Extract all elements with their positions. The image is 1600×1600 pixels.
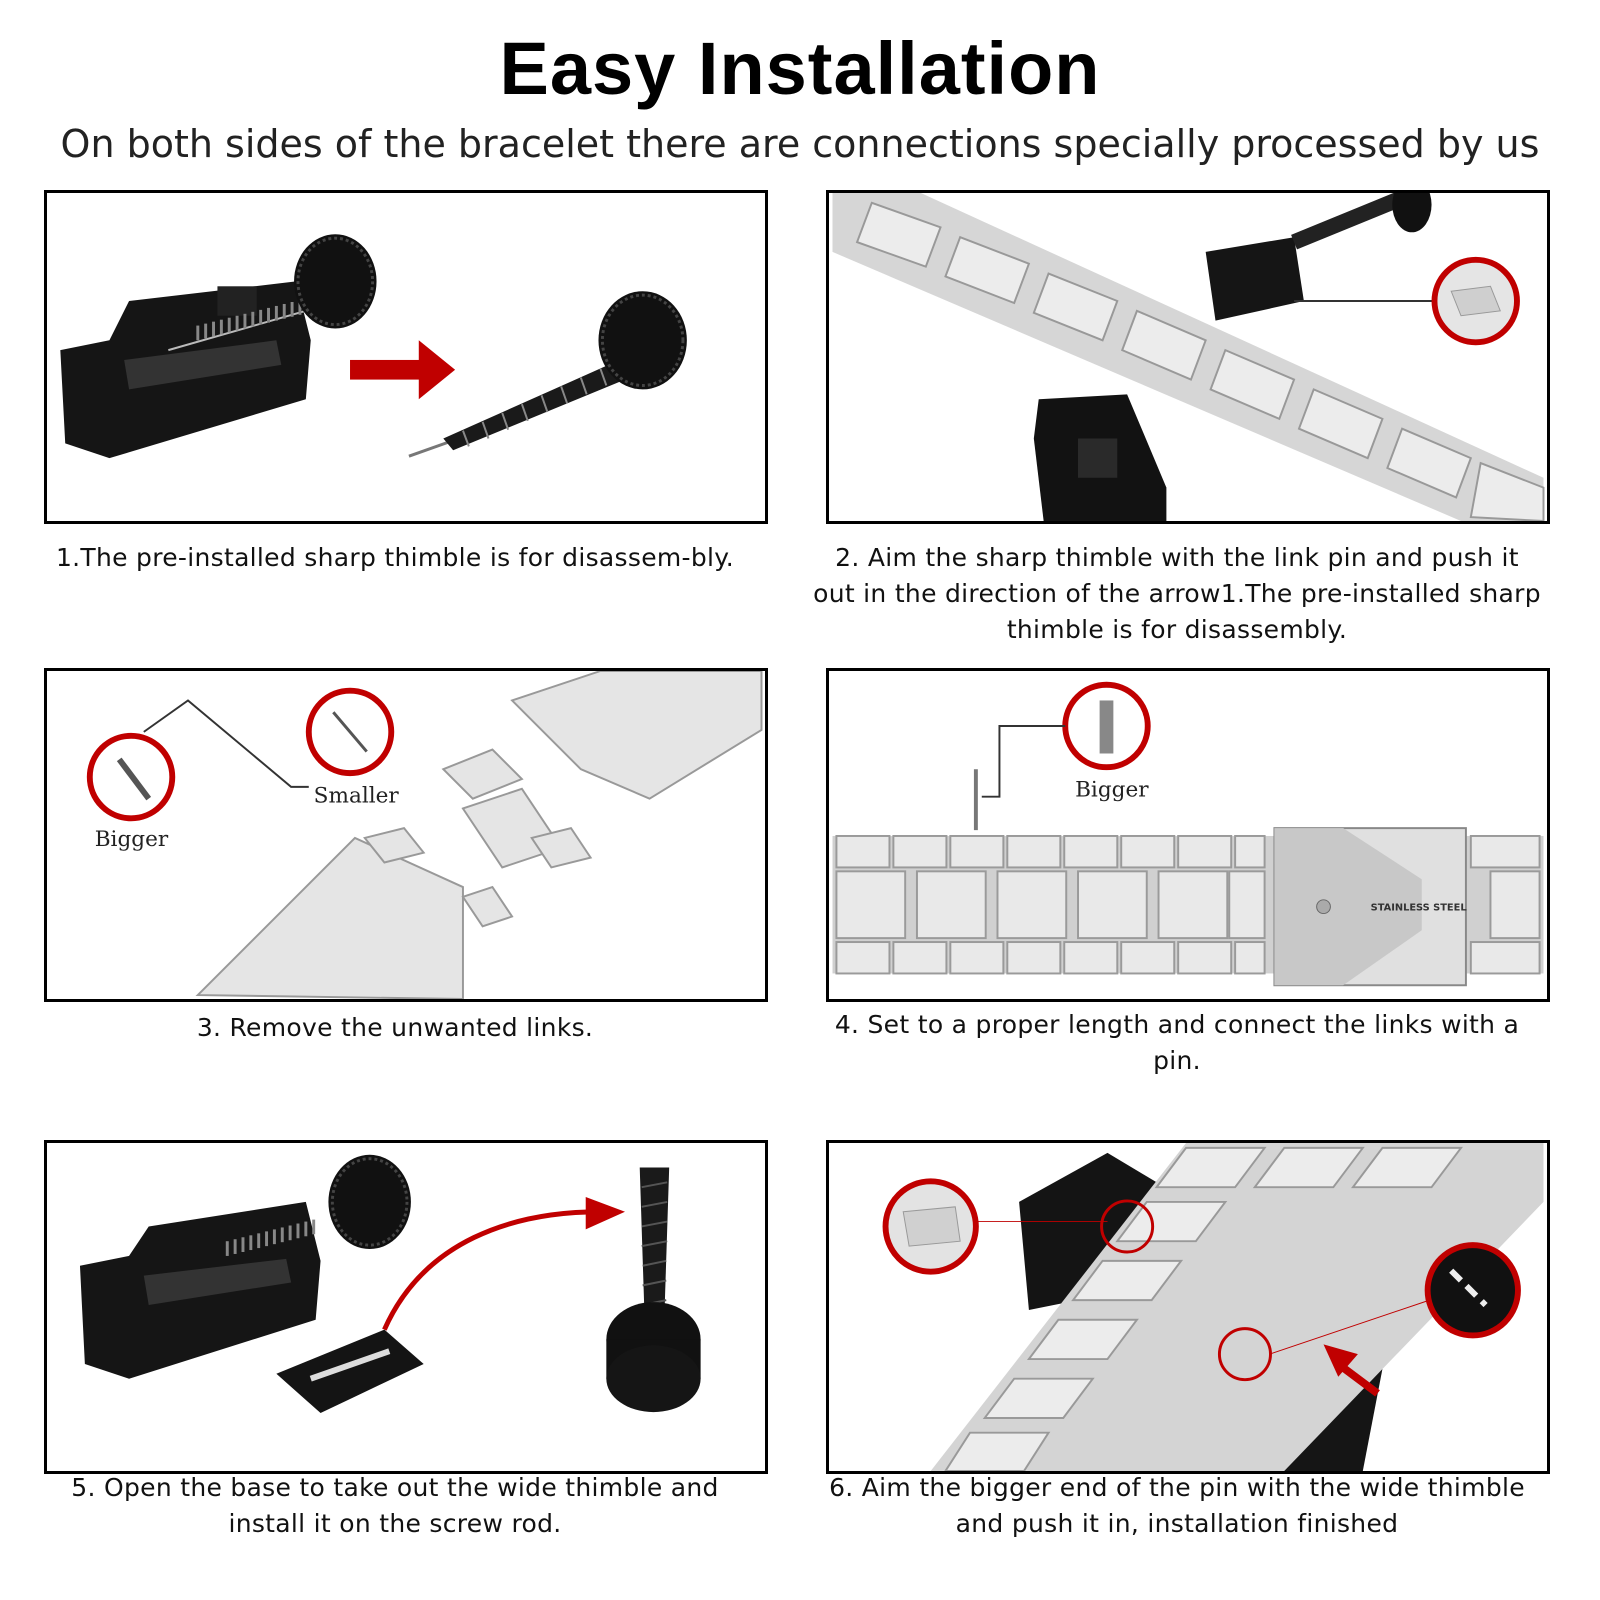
step-3-panel: Bigger Smaller (44, 668, 768, 1002)
step-5-panel (44, 1140, 768, 1474)
pin-smaller-zoom-icon (305, 687, 395, 777)
removed-links-icon (195, 671, 763, 999)
pin-bigger-zoom-icon (86, 732, 176, 822)
pin-drawing-icon (143, 699, 309, 788)
step-2-caption: 2. Aim the sharp thimble with the link p… (813, 543, 1541, 644)
smaller-label: Smaller (314, 784, 400, 809)
zoom-circle-right-icon (1424, 1242, 1521, 1339)
bigger-label-2: Bigger (1075, 778, 1149, 803)
step-6-caption: 6. Aim the bigger end of the pin with th… (829, 1473, 1525, 1538)
step-2-illustration (832, 193, 1545, 521)
bracelet-diagonal-icon (930, 1143, 1544, 1471)
page-title: Easy Installation (499, 27, 1101, 110)
push-arrow-icon (1323, 1344, 1380, 1397)
curved-arrow-icon (382, 1209, 601, 1331)
step-5-caption: 5. Open the base to take out the wide th… (71, 1473, 719, 1538)
step-1-caption: 1.The pre-installed sharp thimble is for… (55, 543, 735, 572)
step-6-illustration (882, 1143, 1544, 1471)
step-2-panel (826, 190, 1550, 524)
wide-thimble-icon (606, 1167, 701, 1413)
pin-bigger-zoom-icon-2 (1062, 681, 1151, 771)
step-5-illustration (79, 1154, 701, 1414)
bracelet-strip-icon: STAINLESS STEEL (832, 827, 1544, 987)
bracelet-links-icon (832, 193, 1545, 521)
bigger-label: Bigger (95, 827, 169, 852)
tray-with-pin-icon (276, 1329, 424, 1414)
step-1-panel (44, 190, 768, 524)
arrow-right-icon (350, 340, 456, 400)
zoom-circle-left-icon (882, 1178, 979, 1275)
clasp-engraving: STAINLESS STEEL (1371, 903, 1467, 914)
pin-remover-tool-icon (60, 234, 377, 459)
screw-rod-icon (408, 291, 687, 458)
step-6-panel (826, 1140, 1550, 1474)
page-subtitle: On both sides of the bracelet there are … (60, 122, 1540, 166)
step-3-caption: 3. Remove the unwanted links. (196, 1013, 594, 1042)
pin-tool-clamp-icon (1033, 193, 1432, 521)
step-4-illustration: Bigger STAINLESS STEEL (832, 681, 1544, 987)
step-3-illustration: Bigger Smaller (86, 671, 763, 999)
pin-remover-tool-icon-2 (79, 1154, 411, 1379)
step-1-illustration (60, 234, 687, 459)
step-4-panel: Bigger STAINLESS STEEL (826, 668, 1550, 1002)
step-4-caption: 4. Set to a proper length and connect th… (834, 1010, 1520, 1075)
